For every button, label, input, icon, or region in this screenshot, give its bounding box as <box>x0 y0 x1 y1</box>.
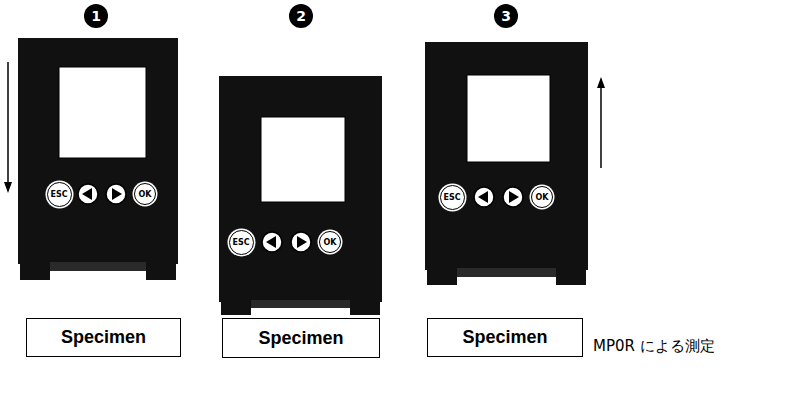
arrow-button <box>291 232 311 252</box>
up-arrow <box>600 86 602 168</box>
gauge-foot <box>427 268 457 285</box>
arrow-button <box>474 187 494 207</box>
specimen-box: Specimen <box>222 318 380 358</box>
gauge-base <box>457 268 556 277</box>
button-key: ESC <box>440 185 465 210</box>
gauge-foot <box>556 268 586 285</box>
right-triangle <box>112 188 122 200</box>
specimen-box: Specimen <box>427 318 583 357</box>
gauge-foot <box>221 300 251 315</box>
specimen-label: Specimen <box>61 327 146 348</box>
gauge-foot <box>350 300 380 315</box>
callout-number: 3 <box>494 4 518 28</box>
button-label: OK <box>139 190 152 199</box>
button-label: ESC <box>50 190 67 199</box>
callout-text: 3 <box>501 8 511 24</box>
button-label: ESC <box>443 193 460 202</box>
gauge-base <box>251 300 350 308</box>
button-label: ESC <box>232 238 249 247</box>
button-key: ESC <box>229 230 254 255</box>
right-triangle <box>297 236 307 248</box>
gauge-body <box>425 42 588 270</box>
right-triangle <box>509 191 519 203</box>
gauge-base <box>50 262 146 271</box>
arrow-button <box>106 184 126 204</box>
gauge-screen <box>467 75 550 162</box>
gauge-foot <box>20 262 50 280</box>
left-triangle <box>478 191 488 203</box>
arrow-button <box>503 187 523 207</box>
callout-number: 2 <box>289 4 313 28</box>
button-key: OK <box>319 231 341 253</box>
gauge-body <box>18 38 178 264</box>
button-key: OK <box>531 186 553 208</box>
gauge-screen <box>59 67 146 158</box>
arrow-button <box>262 232 282 252</box>
specimen-label: Specimen <box>462 327 547 348</box>
arrow-head <box>597 77 605 88</box>
callout-text: 2 <box>296 8 306 24</box>
gauge-body <box>219 76 382 302</box>
callout-number: 1 <box>84 4 108 28</box>
specimen-box: Specimen <box>26 318 181 357</box>
arrow-head <box>4 182 12 193</box>
button-key: OK <box>134 183 156 205</box>
specimen-label: Specimen <box>258 328 343 349</box>
button-label: OK <box>324 238 337 247</box>
callout-text: 1 <box>91 8 101 24</box>
gauge-foot <box>146 262 176 280</box>
button-key: ESC <box>47 182 72 207</box>
left-triangle <box>266 236 276 248</box>
gauge-screen <box>261 117 345 202</box>
caption: MP0R による測定 <box>593 337 715 356</box>
button-label: OK <box>536 193 549 202</box>
arrow-button <box>78 184 98 204</box>
down-arrow <box>7 62 9 184</box>
left-triangle <box>82 188 92 200</box>
